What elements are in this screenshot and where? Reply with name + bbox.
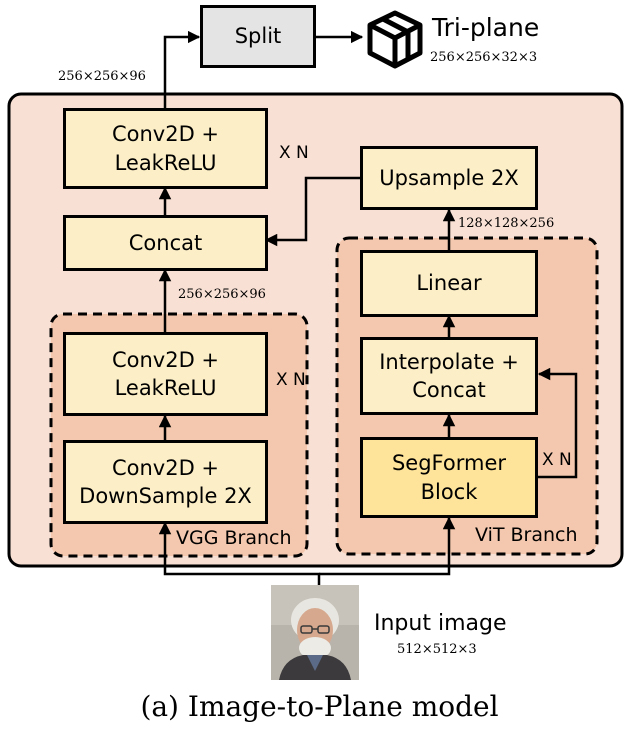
conv-leakrelu-top-line1: Conv2D + <box>111 122 220 147</box>
interpolate-concat-box: Interpolate + Concat <box>360 337 538 415</box>
segformer-box: SegFormer Block <box>360 437 538 518</box>
vgg-branch-label: VGG Branch <box>176 527 292 549</box>
split-box: Split <box>200 5 316 68</box>
arrow-segformer-loop <box>537 367 578 479</box>
arrow-conv-to-split <box>163 30 201 108</box>
arrow-input-to-vgg <box>158 521 321 585</box>
split-label: Split <box>234 24 282 49</box>
triplane-title: Tri-plane <box>432 13 540 42</box>
conv-downsample-line1: Conv2D + <box>111 455 220 480</box>
upsample-box: Upsample 2X <box>360 146 538 210</box>
cube-stack-icon <box>367 10 423 69</box>
figure-caption: (a) Image-to-Plane model <box>140 690 499 723</box>
segformer-line1: SegFormer <box>391 451 507 476</box>
conv-leakrelu-top-line2: LeakReLU <box>114 150 217 175</box>
arrow-upsample-to-concat <box>264 176 360 247</box>
conv-leakrelu-top-box: Conv2D + LeakReLU <box>63 108 268 189</box>
input-image-shape-label: 512×512×3 <box>397 642 477 657</box>
segformer-line2: Block <box>420 479 478 504</box>
concat-label: Concat <box>128 230 203 255</box>
linear-box: Linear <box>360 250 538 317</box>
vgg-output-shape-label: 256×256×96 <box>178 287 266 302</box>
interpolate-concat-line1: Interpolate + <box>379 349 519 374</box>
triplane-shape-label: 256×256×32×3 <box>430 50 538 65</box>
upsample-label: Upsample 2X <box>379 165 519 190</box>
conv-leakrelu-vgg-line1: Conv2D + <box>111 347 220 372</box>
vit-upsample-shape-label: 128×128×256 <box>458 216 555 231</box>
pre-split-shape-label: 256×256×96 <box>58 69 146 84</box>
arrow-input-to-vit <box>319 516 456 576</box>
vit-branch-label: ViT Branch <box>475 524 578 546</box>
repeat-label-vit: X N <box>542 450 572 470</box>
conv-downsample-line2: DownSample 2X <box>79 484 252 508</box>
conv-leakrelu-vgg-line2: LeakReLU <box>114 376 217 400</box>
conv-downsample-box: Conv2D + DownSample 2X <box>63 440 268 524</box>
linear-label: Linear <box>416 271 482 296</box>
interpolate-concat-line2: Concat <box>412 378 486 402</box>
repeat-label-vgg: X N <box>276 370 306 390</box>
conv-leakrelu-vgg-box: Conv2D + LeakReLU <box>63 332 268 416</box>
concat-box: Concat <box>63 215 268 271</box>
repeat-label-top: X N <box>279 143 309 163</box>
input-image-photo <box>271 585 359 680</box>
input-image-title: Input image <box>374 611 507 636</box>
